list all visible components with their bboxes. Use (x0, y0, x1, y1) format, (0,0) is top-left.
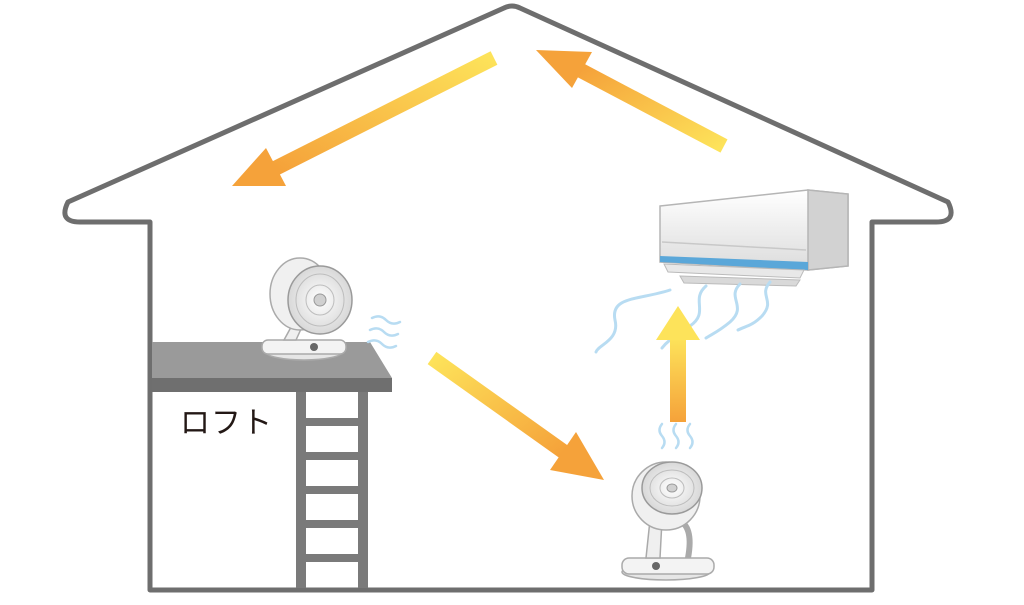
loft-label: ロフト (180, 406, 273, 441)
airflow-arrow-roof-to-left (232, 51, 498, 186)
loft-fan-air-waves (366, 315, 402, 349)
warm-air-waves (658, 422, 694, 450)
ladder-icon (296, 392, 368, 588)
air-conditioner-icon (659, 189, 849, 287)
circulator-fan-icon (621, 461, 715, 581)
airflow-arrow-loft-to-floor (427, 351, 604, 480)
house-outline (62, 3, 954, 593)
circulator-fan-icon (261, 257, 353, 361)
airflow-arrow-ac-to-roof (536, 50, 728, 153)
airflow-arrow-floor-fan-up (656, 306, 700, 422)
